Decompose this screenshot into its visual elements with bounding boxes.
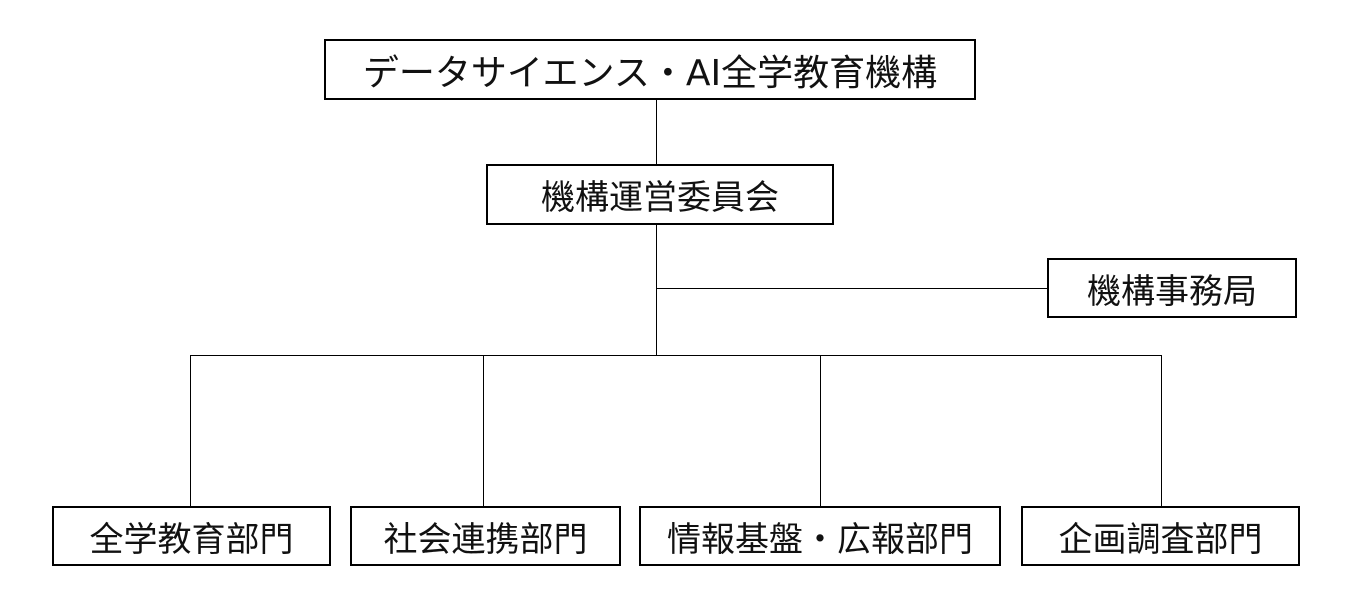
office-label: 機構事務局 — [1087, 271, 1257, 312]
division-box-1: 全学教育部門 — [52, 506, 331, 566]
committee-box: 機構運営委員会 — [486, 164, 834, 225]
division-label-2: 社会連携部門 — [383, 519, 588, 560]
organization-root-label: データサイエンス・AI全学教育機構 — [362, 52, 938, 94]
office-box: 機構事務局 — [1047, 258, 1297, 318]
connector-committee-to-divisions — [656, 225, 657, 356]
connector-division-3 — [820, 355, 821, 506]
division-label-4: 企画調査部門 — [1058, 519, 1263, 560]
connector-to-office — [656, 288, 1047, 289]
connector-division-1 — [190, 355, 191, 506]
committee-label: 機構運営委員会 — [541, 178, 779, 218]
organization-root-box: データサイエンス・AI全学教育機構 — [324, 39, 976, 100]
division-box-2: 社会連携部門 — [350, 506, 621, 566]
connector-division-2 — [483, 355, 484, 506]
division-connector-bar — [190, 355, 1162, 356]
division-box-4: 企画調査部門 — [1021, 506, 1300, 566]
division-label-1: 全学教育部門 — [89, 519, 294, 560]
division-label-3: 情報基盤・広報部門 — [667, 519, 973, 560]
connector-root-to-committee — [656, 100, 657, 164]
connector-division-4 — [1161, 355, 1162, 506]
division-box-3: 情報基盤・広報部門 — [639, 506, 1001, 566]
